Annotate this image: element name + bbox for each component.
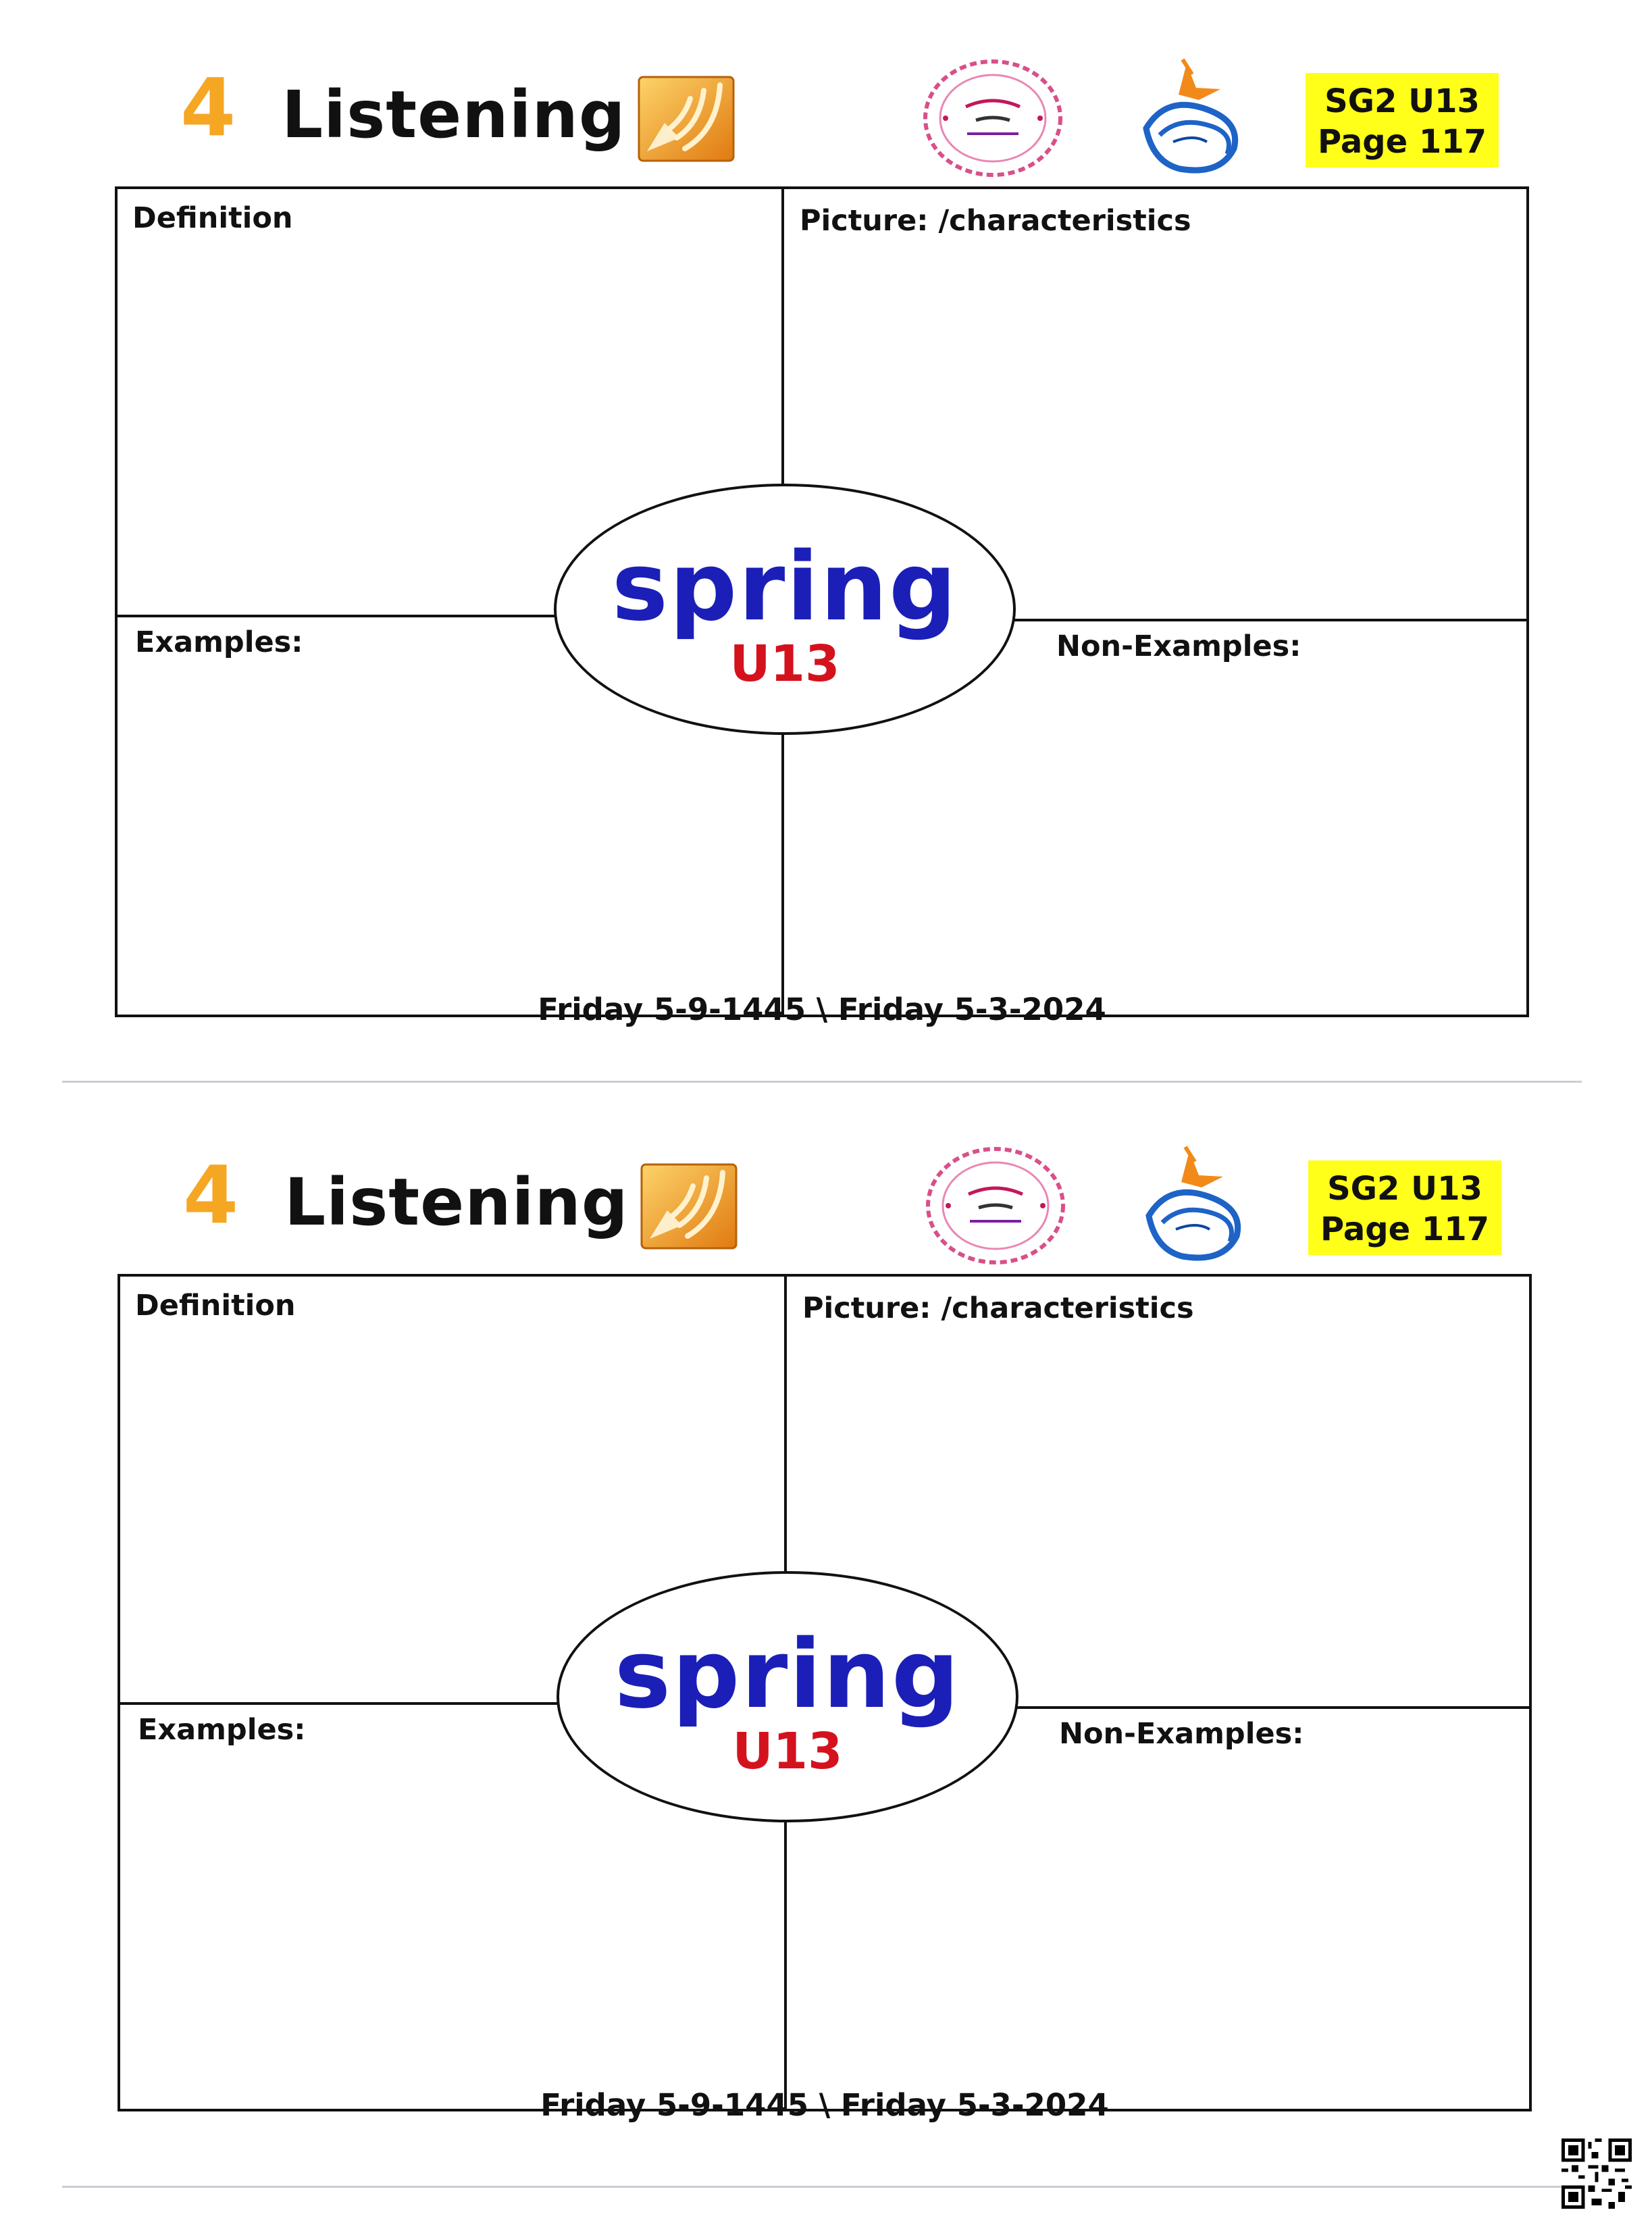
unit-label: U13 <box>732 1722 843 1780</box>
frayer-model-grid: Definition Picture: /characteristics Exa… <box>115 186 1529 1017</box>
definition-label: Definition <box>135 1289 296 1323</box>
divider <box>1013 1706 1530 1709</box>
badge-unit: SG2 U13 <box>1324 82 1480 120</box>
divider <box>784 1277 787 1571</box>
hijri-date: Friday 5-9-1445 <box>540 2087 809 2123</box>
date-line: Friday 5-9-1445 \ Friday 5-3-2024 <box>65 2090 1584 2120</box>
gregorian-date: Friday 5-3-2024 <box>840 2087 1109 2123</box>
non-examples-label: Non-Examples: <box>1059 1717 1304 1751</box>
center-word-oval: spring U13 <box>557 1571 1018 1822</box>
definition-label: Definition <box>132 201 293 235</box>
worksheet-2: 4 Listening <box>65 1114 1584 2182</box>
divider <box>781 734 784 1016</box>
divider <box>118 615 557 617</box>
vocabulary-word: spring <box>611 532 958 642</box>
divider <box>120 1702 559 1705</box>
non-examples-label: Non-Examples: <box>1056 630 1301 663</box>
date-separator: \ <box>819 2087 831 2123</box>
picture-label: Picture: /characteristics <box>800 204 1191 238</box>
teacher-stamp-logo <box>923 59 1062 177</box>
teacher-stamp-logo <box>926 1147 1065 1264</box>
picture-label: Picture: /characteristics <box>802 1291 1194 1325</box>
bird-wave-logo <box>1145 1146 1241 1261</box>
divider <box>781 189 784 484</box>
bird-wave-logo <box>1143 58 1239 174</box>
frayer-model-grid: Definition Picture: /characteristics Exa… <box>118 1274 1532 2111</box>
audio-speaker-icon[interactable] <box>638 76 735 162</box>
page-divider <box>62 2186 1582 2188</box>
section-number: 4 <box>180 61 236 154</box>
badge-unit: SG2 U13 <box>1327 1170 1482 1208</box>
gregorian-date: Friday 5-3-2024 <box>837 992 1106 1027</box>
badge-page: Page 117 <box>1317 123 1487 161</box>
unit-label: U13 <box>729 635 840 693</box>
section-title: Listening <box>284 1164 629 1240</box>
page-divider <box>62 1081 1582 1083</box>
worksheet-header: 4 Listening <box>62 27 1582 189</box>
vocabulary-word: spring <box>614 1620 961 1730</box>
page-reference-badge: SG2 U13 Page 117 <box>1306 73 1499 168</box>
worksheet-1: 4 Listening <box>62 27 1582 1081</box>
hijri-date: Friday 5-9-1445 <box>538 992 806 1027</box>
center-word-oval: spring U13 <box>554 484 1016 735</box>
worksheet-header: 4 Listening <box>65 1114 1584 1277</box>
section-number: 4 <box>183 1148 239 1241</box>
audio-speaker-icon[interactable] <box>640 1163 738 1250</box>
qr-code[interactable] <box>1561 2138 1632 2209</box>
date-separator: \ <box>816 992 828 1027</box>
divider <box>1010 619 1528 621</box>
examples-label: Examples: <box>135 625 303 659</box>
badge-page: Page 117 <box>1320 1210 1490 1248</box>
date-line: Friday 5-9-1445 \ Friday 5-3-2024 <box>62 994 1582 1025</box>
page-reference-badge: SG2 U13 Page 117 <box>1308 1160 1501 1255</box>
examples-label: Examples: <box>138 1713 306 1747</box>
section-title: Listening <box>282 77 626 153</box>
divider <box>784 1821 787 2110</box>
